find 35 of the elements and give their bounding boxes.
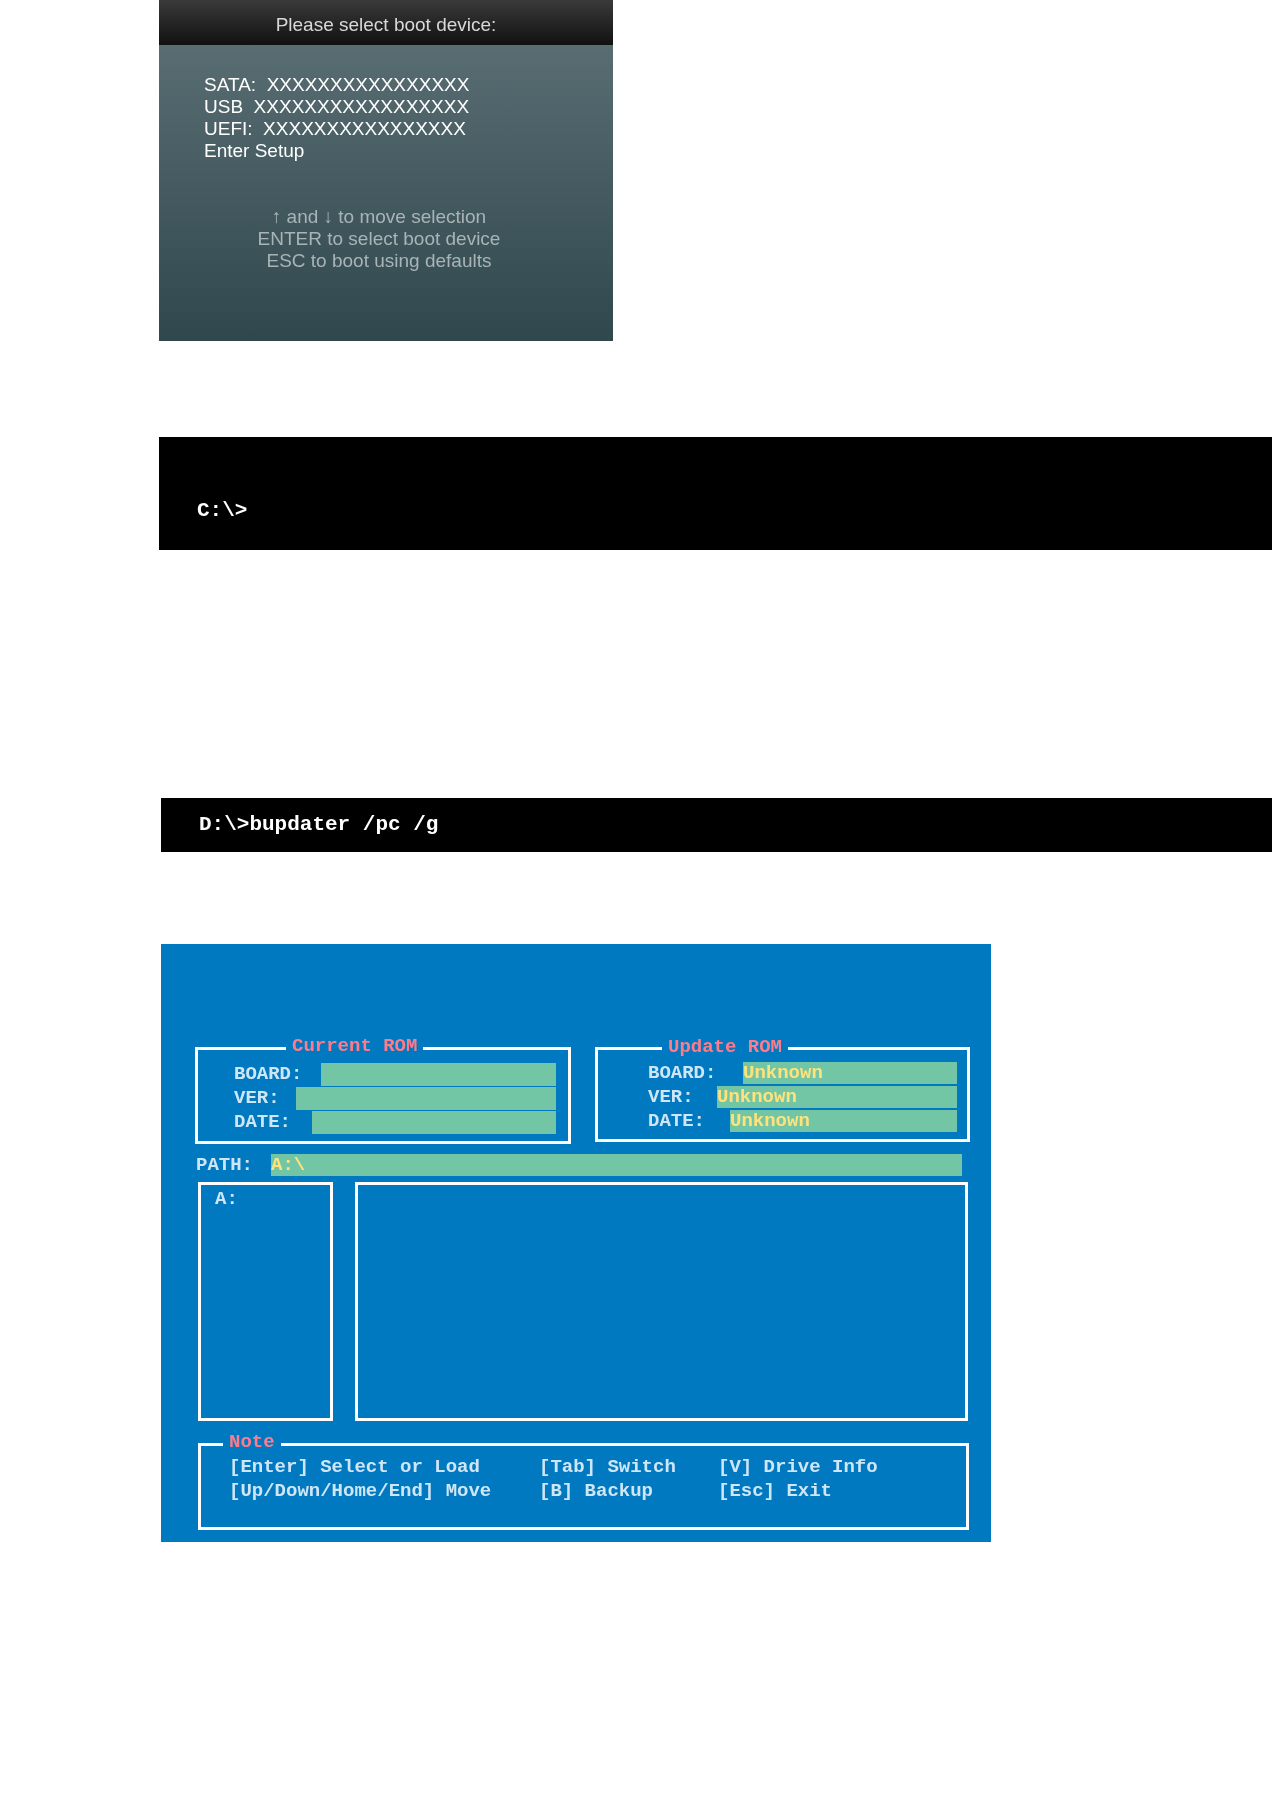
- key-hint: [Up/Down/Home/End] Move: [229, 1480, 492, 1502]
- help-text: ESC to boot using defaults: [265, 250, 493, 272]
- help-text: ENTER to select boot device: [256, 228, 502, 250]
- panel-title: Update ROM: [662, 1036, 789, 1058]
- boot-menu-screen: [159, 0, 613, 341]
- field-label: DATE:: [648, 1110, 705, 1132]
- field-value: Unknown: [717, 1086, 957, 1108]
- field-value: Unknown: [743, 1062, 957, 1084]
- key-hint: [V] Drive Info: [718, 1456, 878, 1478]
- drive-list-panel: [198, 1182, 333, 1421]
- field-label: PATH:: [196, 1154, 253, 1176]
- menu-option: Enter Setup: [204, 140, 305, 162]
- terminal-screen: [159, 437, 1272, 550]
- field-label: BOARD:: [648, 1062, 717, 1084]
- field-value: Unknown: [730, 1110, 957, 1132]
- field-label: VER:: [234, 1087, 280, 1109]
- key-hint: [B] Backup: [539, 1480, 654, 1502]
- key-hint: [Enter] Select or Load: [229, 1456, 480, 1478]
- help-text: ↑ and ↓ to move selection: [270, 206, 488, 228]
- menu-option: UEFI: XXXXXXXXXXXXXXXX: [204, 118, 466, 140]
- utility-screen: [161, 944, 991, 1542]
- menu-title: Please select boot device:: [274, 14, 498, 36]
- drive-label: A:: [215, 1188, 238, 1210]
- terminal-screen: [161, 798, 1272, 852]
- field-label: DATE:: [234, 1111, 291, 1133]
- field-value: A:\: [271, 1154, 962, 1176]
- menu-option: USB XXXXXXXXXXXXXXXXX: [204, 96, 470, 118]
- command-text: D:\>bupdater /pc /g: [199, 814, 439, 836]
- field-label: VER:: [648, 1086, 694, 1108]
- menu-option: SATA: XXXXXXXXXXXXXXXX: [204, 74, 470, 96]
- key-hint: [Esc] Exit: [718, 1480, 833, 1502]
- file-list-panel: [355, 1182, 968, 1421]
- key-hint: [Tab] Switch: [539, 1456, 676, 1478]
- prompt-text: C:\>: [197, 500, 248, 522]
- field-label: BOARD:: [234, 1063, 303, 1085]
